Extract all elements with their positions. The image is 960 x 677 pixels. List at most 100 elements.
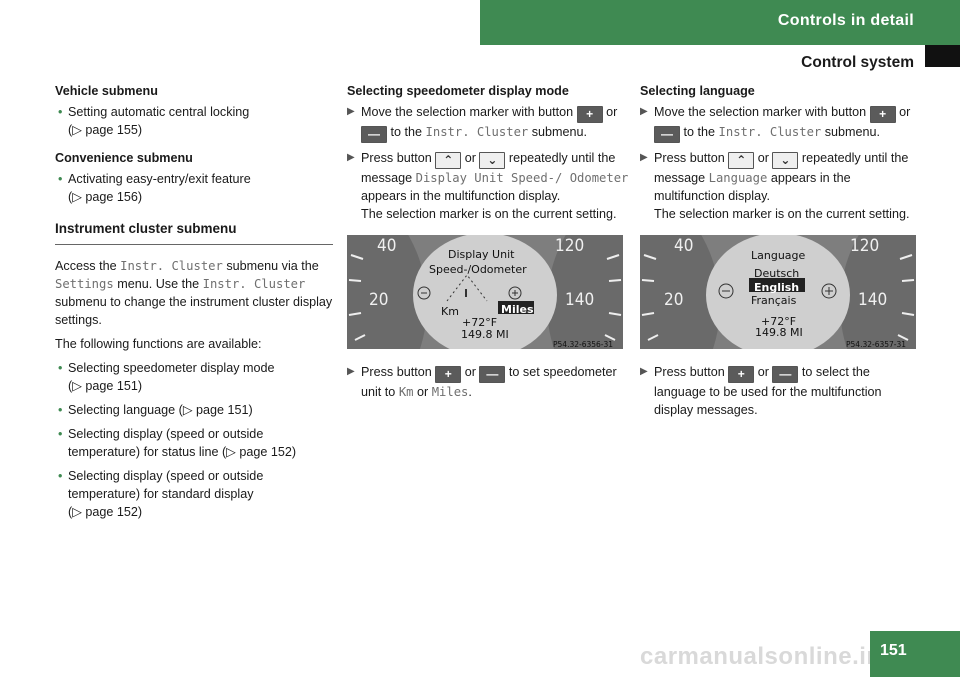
text: or [464,365,476,379]
option-francais: Français [751,294,797,307]
page-reference: (▷ page 151) [68,379,143,393]
text: submenu via the [222,259,319,273]
text: repeatedly until the message [654,151,909,185]
list-item-text: Selecting display (speed or outside temp… [68,469,264,501]
text: appears in the multifunction display. [654,171,851,203]
list-item-text: Selecting display (speed or outside temp… [68,427,297,459]
text: The selection marker is on the current s… [361,207,617,221]
list-item: Selecting display (speed or outside temp… [55,425,333,461]
speedometer-mode-heading: Selecting speedometer display mode [347,84,569,98]
display-message-line: Speed-/Odometer [429,263,527,276]
page-reference: (▷ page 152) [68,505,143,519]
instrument-cluster-heading: Instrument cluster submenu [55,220,333,245]
page-reference: (▷ page 155) [68,123,143,137]
instruction-step: ▶ Press button ⌃ or ⌄ repeatedly until t… [347,149,629,223]
text: menu. Use the [113,277,203,291]
text: to the [683,125,716,139]
arrow-right-icon: ▶ [640,106,648,117]
text: or [606,105,618,119]
section-title: Controls in detail [777,12,914,29]
text: or [464,151,476,165]
plus-button-icon: + [435,366,462,383]
gauge-number: 20 [369,290,389,310]
text: Press button [361,151,432,165]
option-miles-selected: Miles [501,303,534,316]
page-number: 151 [880,642,907,659]
text: or [417,385,429,399]
display-text: Display Unit Speed-/ Odometer [415,171,629,185]
convenience-submenu-heading: Convenience submenu [55,151,193,165]
up-button-icon: ⌃ [728,152,755,169]
display-text: Instr. Cluster [718,125,822,139]
option-deutsch: Deutsch [754,267,800,280]
minus-button-icon: — [361,126,387,143]
header-bar [480,0,960,45]
down-button-icon: ⌄ [772,152,799,169]
list-item-text: Setting automatic central locking [68,105,250,119]
plus-button-icon: + [576,106,603,123]
minus-button-icon: — [772,366,799,383]
text: . [468,385,472,399]
text: Press button [361,365,432,379]
gauge-graphic [640,235,916,349]
option-english-selected: English [754,281,800,294]
text: Press button [654,365,725,379]
subsection-title: Control system [801,54,914,71]
display-text: Settings [55,277,114,291]
page-number-box [870,631,960,677]
figure-code: P54.32-6356-31 [553,340,614,349]
list-item: Setting automatic central locking (▷ pag… [55,103,333,139]
odometer-readout: 149.8 MI [461,328,509,341]
language-heading: Selecting language [640,84,755,98]
text: or [757,151,769,165]
gauge-number: 140 [858,290,888,310]
arrow-right-icon: ▶ [640,366,648,377]
gauge-number: 40 [674,236,694,256]
list-item-text: Selecting speedometer display mode [68,361,275,375]
text: or [757,365,769,379]
plus-button-icon: + [869,106,896,123]
vehicle-submenu-heading: Vehicle submenu [55,84,158,98]
text: or [899,105,911,119]
text: repeatedly until the message [361,151,616,185]
header-marker [925,45,960,67]
arrow-right-icon: ▶ [640,152,648,163]
list-item: Selecting speedometer display mode (▷ pag… [55,359,333,395]
figure-code: P54.32-6357-31 [846,340,907,349]
text: to set speedometer unit to [361,365,617,399]
instruction-step: ▶ Move the selection marker with button … [347,103,629,143]
list-item: Selecting language (▷ page 151) [55,401,333,419]
up-button-icon: ⌃ [435,152,462,169]
text: submenu. [531,125,588,139]
instruction-step: ▶ Press button ⌃ or ⌄ repeatedly until t… [640,149,922,223]
instruction-step: ▶ Move the selection marker with button … [640,103,922,143]
text: Move the selection marker with button [654,105,867,119]
column-left: Vehicle submenu Setting automatic centra… [55,82,333,527]
page-reference: (▷ page 156) [68,190,143,204]
list-item: Selecting display (speed or outside temp… [55,467,333,521]
display-text: Instr. Cluster [202,277,306,291]
text: to the [390,125,423,139]
gauge-graphic [347,235,623,349]
text: submenu to change the instrument cluster… [55,295,333,327]
arrow-right-icon: ▶ [347,152,355,163]
gauge-number: 120 [555,236,585,256]
list-item-text: Activating easy-entry/exit feature [68,172,251,186]
text: submenu. [824,125,881,139]
display-message-line: Display Unit [448,248,515,261]
minus-button-icon: — [479,366,506,383]
list-item: Activating easy-entry/exit feature (▷ pa… [55,170,333,206]
functions-intro: The following functions are available: [55,337,262,351]
column-right: Selecting language ▶ Move the selection … [640,82,922,425]
display-text: Miles [431,385,469,399]
display-text: Instr. Cluster [120,259,223,273]
gauge-number: 40 [377,236,397,256]
gauge-number: 20 [664,290,684,310]
arrow-right-icon: ▶ [347,106,355,117]
gauge-number: 140 [565,290,595,310]
column-middle: Selecting speedometer display mode ▶ Mov… [347,82,629,407]
temperature-readout: +72°F [462,316,498,329]
text: Move the selection marker with button [361,105,574,119]
text: to select the language to be used for th… [654,365,882,417]
display-text: Language [708,171,768,185]
